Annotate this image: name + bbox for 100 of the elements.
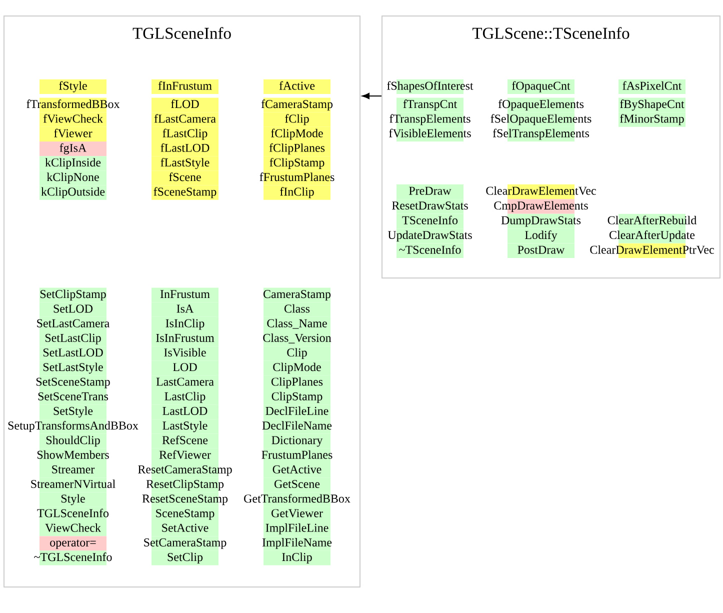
method-cell: LastStyle bbox=[152, 419, 218, 434]
node-label: ClipPlanes bbox=[271, 377, 323, 388]
method-cell: ClearDrawElementPtrVec bbox=[590, 243, 714, 258]
node-label: IsInClip bbox=[166, 318, 204, 330]
node-label: fClip bbox=[285, 114, 309, 126]
node-label: SetLastCamera bbox=[37, 319, 110, 328]
method-cell: CameraStamp bbox=[264, 288, 331, 302]
node-label: LastCamera bbox=[156, 378, 214, 386]
member-cell: fClipMode bbox=[264, 126, 330, 142]
method-cell: TGLSceneInfo bbox=[37, 506, 109, 522]
member-cell: kClipNone bbox=[40, 170, 106, 186]
method-cell: SetupTransformsAndBBox bbox=[8, 419, 138, 434]
method-cell: ~TSceneInfo bbox=[396, 243, 464, 258]
member-cell: fLastStyle bbox=[152, 156, 218, 171]
member-cell: fSceneStamp bbox=[152, 185, 218, 200]
method-cell: SetSceneStamp bbox=[36, 375, 110, 390]
method-cell: Style bbox=[40, 492, 106, 507]
method-cell: GetActive bbox=[264, 463, 330, 478]
node-label: ResetDrawStats bbox=[392, 201, 468, 210]
member-cell: fTranspElements bbox=[390, 112, 470, 127]
member-cell: fgIsA bbox=[40, 142, 106, 156]
node-label: SceneStamp bbox=[156, 509, 214, 520]
method-cell: ClearDrawElementVec bbox=[486, 184, 596, 199]
node-label: LastClip bbox=[164, 392, 206, 403]
node-label: Clip bbox=[287, 348, 307, 359]
node-label: PreDraw bbox=[409, 186, 452, 195]
method-cell: Class_Name bbox=[264, 316, 330, 332]
method-cell: ResetSceneStamp bbox=[142, 492, 228, 507]
member-cell: fOpaqueElements bbox=[498, 98, 584, 112]
method-cell: RefScene bbox=[152, 434, 218, 448]
node-label: SetLastStyle bbox=[43, 362, 103, 374]
node-label: fLastLOD bbox=[160, 143, 210, 152]
method-cell: DeclFileLine bbox=[264, 404, 330, 420]
method-cell: ClipMode bbox=[264, 360, 330, 376]
member-cell: kClipInside bbox=[40, 156, 106, 171]
method-cell: LastLOD bbox=[152, 404, 218, 420]
method-cell: LOD bbox=[152, 360, 218, 376]
member-cell: fOpaqueCnt bbox=[508, 79, 574, 94]
method-cell: IsInClip bbox=[152, 316, 218, 332]
member-cell: fFrustumPlanes bbox=[260, 170, 334, 186]
method-cell: ShouldClip bbox=[40, 434, 106, 448]
node-label: Lodify bbox=[525, 230, 558, 242]
node-label: kClipInside bbox=[45, 158, 101, 169]
method-cell: SetLastLOD bbox=[40, 346, 106, 361]
method-cell: IsVisible bbox=[152, 346, 218, 361]
method-cell: ResetDrawStats bbox=[392, 199, 468, 214]
node-label: StreamerNVirtual bbox=[31, 480, 116, 488]
node-label: LastLOD bbox=[162, 406, 208, 415]
method-cell: LastClip bbox=[152, 390, 218, 405]
member-cell: fSelTranspElements bbox=[492, 126, 590, 142]
member-cell: fMinorStamp bbox=[618, 112, 686, 127]
node-label: RefViewer bbox=[159, 450, 211, 459]
method-cell: ResetCameraStamp bbox=[138, 463, 232, 478]
node-label: ShouldClip bbox=[46, 436, 100, 447]
method-cell: IsA bbox=[152, 302, 218, 317]
method-cell: SetStyle bbox=[40, 404, 106, 420]
method-cell: Streamer bbox=[40, 463, 106, 478]
method-cell: ~TGLSceneInfo bbox=[34, 550, 112, 566]
member-cell: fInFrustum bbox=[152, 79, 218, 94]
member-cell: fSelOpaqueElements bbox=[490, 112, 592, 127]
member-cell: fInClip bbox=[264, 185, 330, 200]
node-label: SetLastClip bbox=[45, 333, 101, 344]
method-cell: StreamerNVirtual bbox=[31, 478, 116, 492]
node-label: TSceneInfo bbox=[402, 216, 458, 224]
method-cell: operator= bbox=[40, 536, 106, 551]
node-label: ShowMembers bbox=[37, 450, 109, 459]
member-cell: fViewer bbox=[40, 126, 106, 142]
method-cell: SetClip bbox=[152, 550, 218, 566]
member-cell: fByShapeCnt bbox=[618, 98, 686, 112]
node-label: ~TSceneInfo bbox=[399, 245, 461, 254]
method-cell: SetClipStamp bbox=[40, 288, 106, 302]
member-cell: kClipOutside bbox=[40, 185, 106, 200]
method-cell: Dictionary bbox=[264, 434, 330, 448]
method-cell: ViewCheck bbox=[40, 521, 106, 536]
node-label: fClipPlanes bbox=[269, 143, 325, 154]
method-cell: RefViewer bbox=[152, 448, 218, 463]
method-cell: SetSceneTrans bbox=[38, 390, 108, 405]
member-cell: fAsPixelCnt bbox=[618, 79, 686, 94]
node-label: GetActive bbox=[272, 465, 322, 474]
node-label: InClip bbox=[282, 552, 312, 564]
member-cell: fStyle bbox=[40, 79, 106, 94]
method-cell: SetActive bbox=[152, 521, 218, 536]
node-label: ClearAfterRebuild bbox=[608, 216, 697, 224]
node-label: fLOD bbox=[171, 100, 199, 108]
method-cell: IsInFrustum bbox=[152, 332, 218, 346]
method-cell: SetLastStyle bbox=[40, 360, 106, 376]
method-cell: DeclFileName bbox=[262, 419, 332, 434]
method-cell: ClipStamp bbox=[264, 390, 330, 405]
method-cell: SetLastClip bbox=[40, 332, 106, 346]
node-label: IsA bbox=[176, 304, 194, 313]
method-cell: SetLastCamera bbox=[37, 316, 110, 332]
node-label: fTranspCnt bbox=[403, 100, 458, 111]
method-cell: Clip bbox=[264, 346, 330, 361]
node-label: SetSceneTrans bbox=[38, 392, 108, 400]
method-cell: Class bbox=[264, 302, 330, 317]
node-label: fLastClip bbox=[162, 128, 208, 140]
node-label: DeclFileLine bbox=[266, 406, 328, 415]
member-cell: fTransformedBBox bbox=[26, 98, 120, 112]
method-cell: TSceneInfo bbox=[396, 214, 464, 228]
node-label: kClipNone bbox=[46, 172, 99, 184]
